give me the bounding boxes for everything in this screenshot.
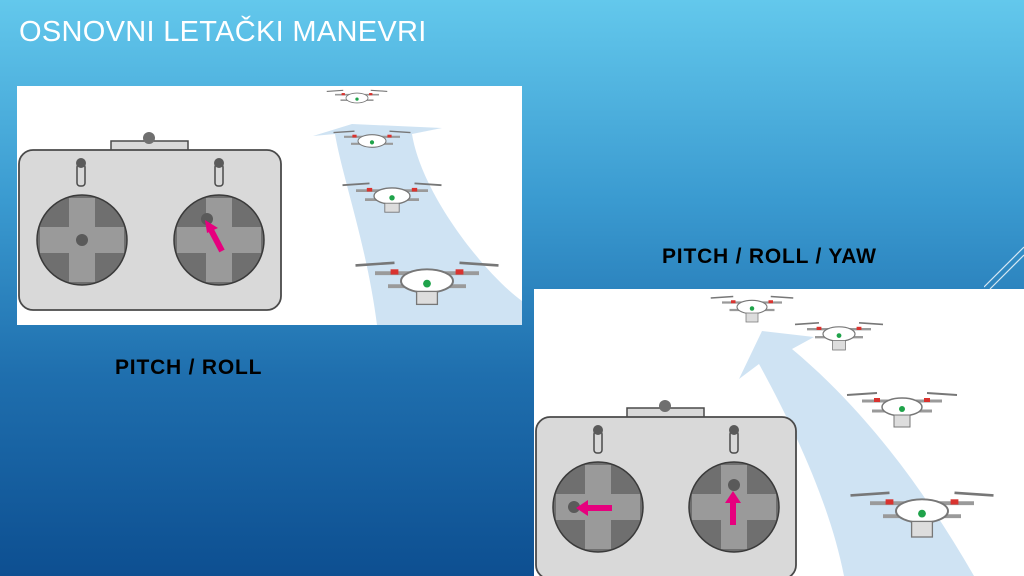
drone-icon — [355, 261, 499, 306]
drone-icon — [326, 89, 388, 104]
diagonal-arrow-icon — [205, 220, 225, 253]
pitch-roll-yaw-illustration — [534, 289, 1024, 576]
drone-icon — [850, 491, 994, 538]
left-arrow-icon — [576, 500, 612, 516]
drone-icon — [342, 182, 442, 213]
pitch-roll-caption: PITCH / ROLL — [115, 356, 263, 379]
drone-icon — [710, 295, 794, 323]
drone-icon — [794, 322, 884, 351]
up-arrow-icon — [725, 491, 741, 525]
slide-title: OSNOVNI LETAČKI MANEVRI — [19, 16, 427, 48]
drone-icon — [846, 392, 958, 428]
drone-icon — [333, 130, 411, 148]
pitch-roll-illustration — [17, 86, 522, 325]
pitch-roll-yaw-caption: PITCH / ROLL / YAW — [662, 245, 877, 268]
decorative-lines-icon — [984, 246, 1024, 290]
left-joystick-icon — [36, 194, 128, 286]
